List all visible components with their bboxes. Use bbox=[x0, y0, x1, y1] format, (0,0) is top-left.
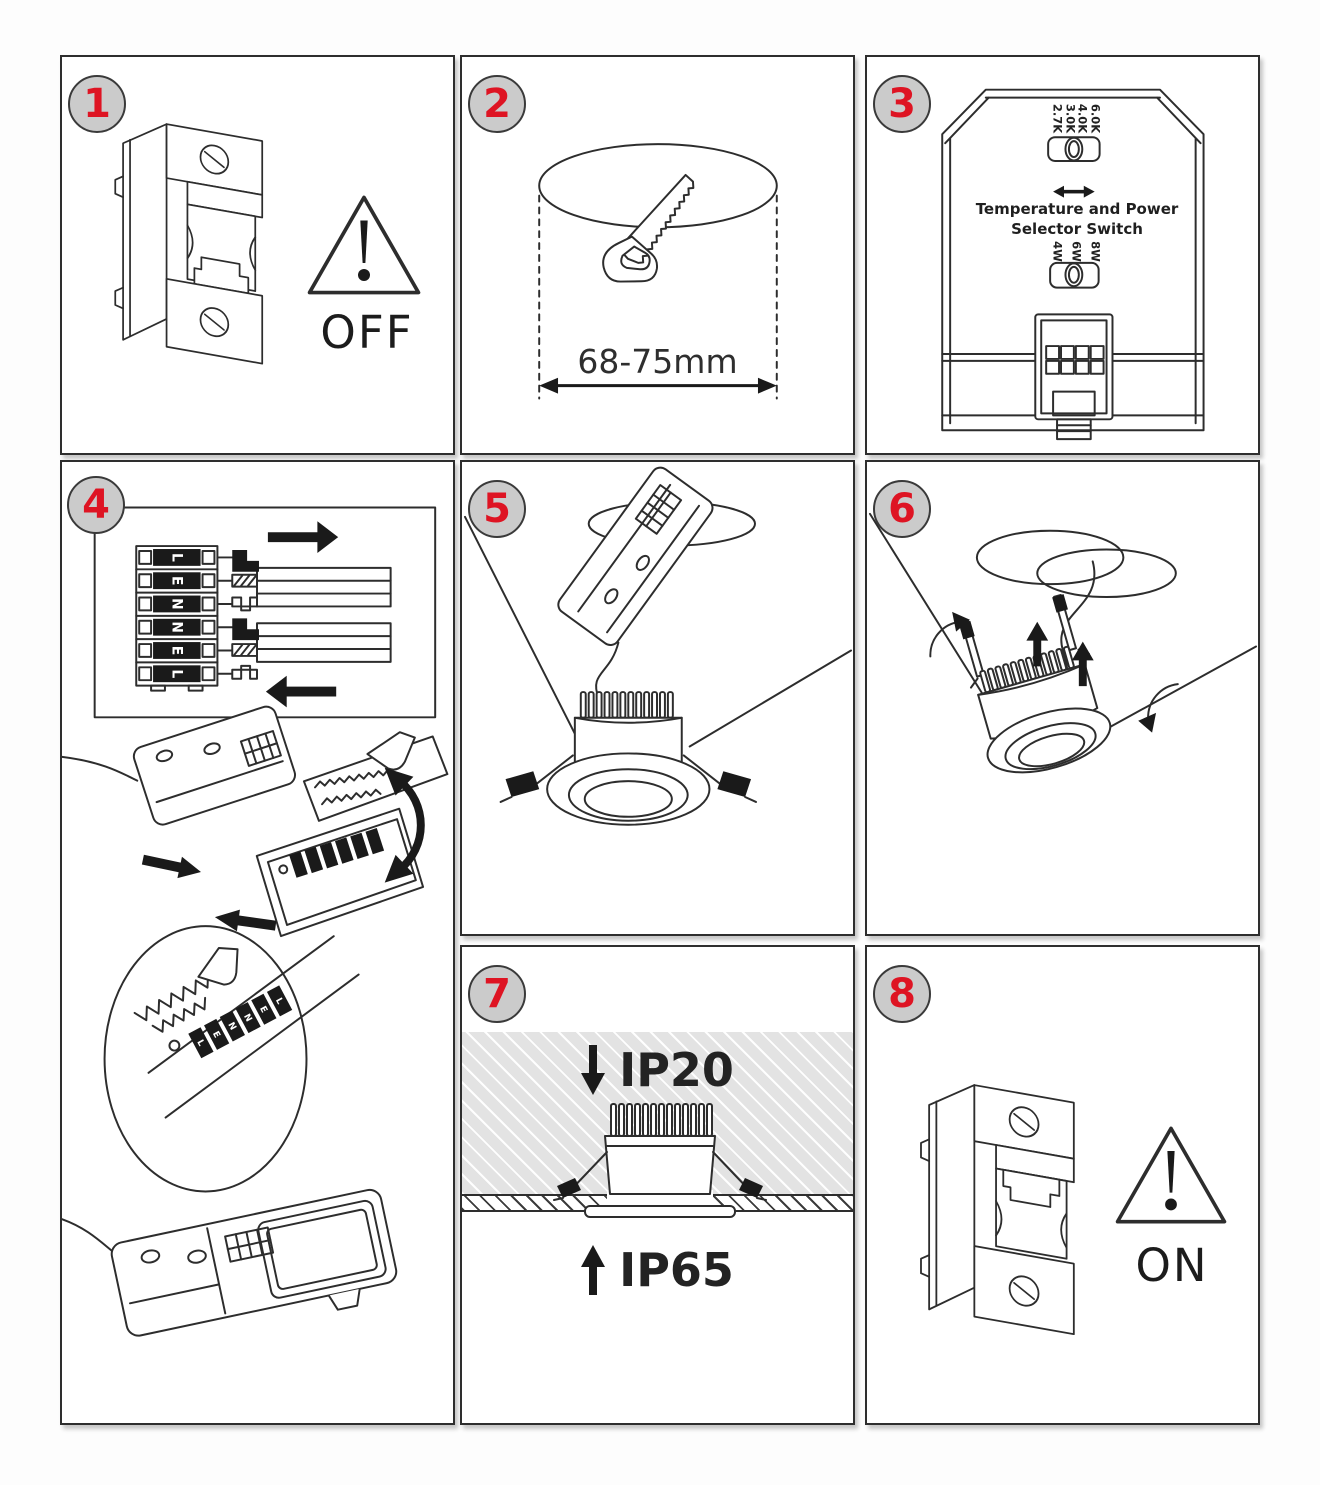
rotate-arrow-icon bbox=[395, 776, 425, 874]
remove-arrow-icon bbox=[265, 675, 337, 708]
magnifier-circle-icon bbox=[103, 925, 308, 1193]
step-3-panel: 3 2.7K 3.0K bbox=[865, 55, 1260, 455]
hole-diameter-label: 68-75mm bbox=[577, 342, 738, 381]
step-1-panel: 1 OFF bbox=[60, 55, 455, 455]
step-6-badge: 6 bbox=[873, 480, 931, 538]
circuit-breaker-off-illustration bbox=[114, 123, 264, 365]
temperature-option: 2.7K bbox=[1050, 103, 1065, 134]
step-2-panel: 2 68-75mm bbox=[460, 55, 855, 455]
step-2-badge: 2 bbox=[468, 75, 526, 133]
rotate-arrow-icon bbox=[1138, 683, 1179, 733]
step-number: 1 bbox=[83, 81, 111, 127]
temperature-option: 6.0K bbox=[1088, 103, 1102, 134]
hole-cutting-illustration bbox=[538, 143, 778, 400]
power-option: 8W bbox=[1088, 241, 1103, 262]
spring-clip bbox=[682, 754, 757, 803]
step-5-badge: 5 bbox=[468, 480, 526, 538]
rotate-arrow-icon bbox=[929, 611, 970, 658]
downlight bbox=[958, 593, 1112, 774]
junction-box-open bbox=[255, 731, 449, 938]
terminal-letter: N bbox=[168, 621, 184, 633]
power-option: 6W bbox=[1069, 241, 1084, 262]
up-arrow-icon bbox=[1071, 641, 1094, 687]
downlight bbox=[499, 691, 757, 826]
insert-driver-illustration bbox=[463, 466, 853, 826]
up-arrow-icon bbox=[1026, 621, 1049, 667]
bezel bbox=[584, 1205, 736, 1218]
ip20-row: IP20 bbox=[462, 1043, 853, 1097]
warning-triangle-icon bbox=[307, 195, 421, 295]
terminal-letter-small: L bbox=[194, 1038, 206, 1048]
terminal-letter: E bbox=[168, 576, 184, 585]
ip-rating-above: IP20 bbox=[619, 1043, 734, 1097]
handsaw-icon bbox=[602, 173, 695, 283]
terminal-letter: E bbox=[168, 646, 184, 655]
temperature-option: 3.0K bbox=[1063, 103, 1077, 134]
terminal-letter: L bbox=[168, 553, 184, 562]
step-8-badge: 8 bbox=[873, 965, 931, 1023]
step-number: 2 bbox=[483, 81, 511, 127]
insert-arrow-icon bbox=[267, 521, 339, 553]
driver-cable bbox=[595, 641, 620, 699]
ip65-row: IP65 bbox=[462, 1243, 853, 1297]
latch-lever bbox=[366, 731, 416, 771]
terminal-block: L E N N E L bbox=[135, 545, 219, 692]
push-arrow-icon bbox=[214, 909, 277, 932]
power-off-label: OFF bbox=[320, 306, 414, 359]
push-arrow-icon bbox=[141, 854, 201, 879]
step-4-badge: 4 bbox=[67, 476, 125, 534]
selector-title-line1: Temperature and Power bbox=[975, 200, 1179, 218]
downlight-cross-section bbox=[553, 1103, 767, 1218]
step-7-panel: 7 bbox=[460, 945, 855, 1425]
step-number: 4 bbox=[82, 482, 110, 528]
junction-terminals bbox=[289, 828, 385, 878]
terminal-letter-small: N bbox=[241, 1012, 253, 1023]
magnified-terminal-detail: L E N N E L bbox=[133, 935, 360, 1119]
warning-triangle-icon bbox=[1115, 1126, 1227, 1224]
circuit-breaker-on-illustration bbox=[920, 1084, 1075, 1335]
step-6-panel: 6 bbox=[865, 460, 1260, 936]
step-5-panel: 5 bbox=[460, 460, 855, 936]
ip-rating-below: IP65 bbox=[619, 1243, 734, 1297]
step-number: 7 bbox=[483, 971, 511, 1017]
power-on-label: ON bbox=[1135, 1239, 1209, 1292]
step-number: 3 bbox=[888, 81, 916, 127]
wiring-illustration: L E N N E L bbox=[62, 506, 449, 1337]
terminal-letter-small: L bbox=[273, 997, 285, 1007]
clip-downlight-illustration bbox=[868, 512, 1258, 774]
step-3-badge: 3 bbox=[873, 75, 931, 133]
down-arrow-icon bbox=[581, 1045, 606, 1095]
spring-clip bbox=[499, 754, 574, 803]
selector-title-line2: Selector Switch bbox=[1011, 220, 1143, 238]
driver-box bbox=[132, 705, 297, 826]
driver-box bbox=[557, 466, 714, 646]
spring-clip bbox=[553, 1151, 608, 1201]
step-number: 8 bbox=[888, 971, 916, 1017]
step-7-badge: 7 bbox=[468, 965, 526, 1023]
mains-cable bbox=[62, 1218, 121, 1258]
mains-cable bbox=[62, 755, 139, 782]
slide-arrow-icon bbox=[1053, 185, 1095, 198]
terminal-letter-small: E bbox=[210, 1030, 222, 1040]
temperature-option: 4.0K bbox=[1075, 103, 1090, 134]
terminal-letter: N bbox=[168, 598, 184, 610]
terminal-letter: L bbox=[168, 669, 184, 678]
step-number: 6 bbox=[888, 486, 916, 532]
supply-cables bbox=[216, 550, 392, 680]
up-arrow-icon bbox=[581, 1245, 606, 1295]
step-1-badge: 1 bbox=[68, 75, 126, 133]
driver-top-view-illustration bbox=[941, 88, 1205, 441]
driver-assembled bbox=[110, 1188, 398, 1337]
step-8-panel: 8 ON bbox=[865, 945, 1260, 1425]
spring-clip bbox=[712, 1151, 767, 1201]
terminal-letter-small: N bbox=[225, 1021, 237, 1032]
terminal-letter-small: E bbox=[257, 1005, 269, 1015]
power-option: 4W bbox=[1050, 241, 1065, 262]
step-number: 5 bbox=[483, 486, 511, 532]
step-4-panel: 4 L E N bbox=[60, 460, 455, 1425]
